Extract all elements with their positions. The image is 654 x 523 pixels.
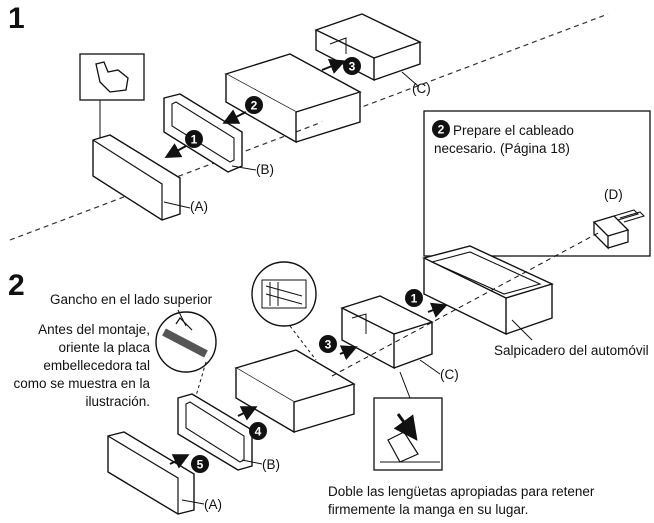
marker-4-step2-text: 4 [255,425,262,439]
mounting-sleeve-c-step2 [340,295,434,370]
trim-plate-b-step2 [177,393,253,471]
trim-plate-b-step1 [163,93,243,173]
label-b-step1: (B) [256,162,274,177]
dashboard-label: Salpicadero del automóvil [494,343,649,358]
faceplate-a-step2 [107,431,195,515]
orient-line-4: como se muestra en la [13,376,150,391]
marker-3-step1: 3 [343,57,361,75]
hook-detail-magnifier [251,261,317,327]
orient-line-2: oriente la placa [58,340,150,355]
marker-1-step1-text: 1 [191,133,198,147]
label-c-step2: (C) [440,367,459,382]
arrow-3-step1 [321,59,346,74]
trim-orientation-magnifier [155,311,217,373]
step-number-1: 1 [8,2,25,35]
insertion-path-line [331,231,601,377]
wiring-note-line-1: Prepare el cableado [453,123,574,138]
arrow-4-step2 [237,406,258,421]
bend-line-2: firmemente la manga en su lugar. [328,502,529,517]
marker-2-note-text: 2 [438,123,445,137]
label-d: (D) [604,187,623,202]
arrow-5-step2 [169,454,190,469]
leader-c-step1 [401,71,419,87]
orient-line-5: ilustración. [85,394,150,409]
marker-2-step1-text: 2 [251,99,258,113]
marker-1-step1: 1 [185,130,203,148]
radio-unit-step2 [234,349,356,434]
orient-line-3: embellecedora tal [43,358,150,373]
wiring-connector-d [592,209,646,250]
step-separator-dashed-line [9,13,609,241]
hook-label: Gancho en el lado superior [50,292,213,307]
hand-release-icon [79,53,145,140]
wiring-note-line-2: necesario. (Página 18) [434,141,570,156]
marker-3-step1-text: 3 [349,60,356,74]
leader-dashboard [511,319,533,341]
label-a-step1: (A) [190,199,208,214]
marker-2-step1: 2 [245,96,263,114]
arrow-1-step2 [427,302,448,318]
marker-4-step2: 4 [249,422,267,440]
inset-leader [399,371,411,399]
leader-a-step2 [181,499,205,505]
leader-b-step2 [241,459,263,465]
arrow-1-step1 [164,143,187,158]
faceplate-a-step1 [92,134,181,221]
tab-bending-inset [373,397,443,471]
bend-line-1: Doble las lengüetas apropiadas para rete… [328,484,595,499]
car-dashboard [421,245,554,336]
marker-2-note: 2 [432,120,450,138]
label-a-step2: (A) [204,497,222,512]
leader-c-step2 [419,359,441,375]
step-number-2: 2 [8,269,25,302]
label-b-step2: (B) [262,457,280,472]
leader-b-step1 [231,165,257,171]
mounting-sleeve-c-step1 [314,13,422,82]
orient-line-1: Antes del montaje, [38,322,150,337]
marker-5-step2: 5 [191,455,209,473]
marker-3-step2: 3 [319,335,337,353]
label-c-step1: (C) [412,81,431,96]
arrow-2-step1 [222,109,247,124]
hook-leader-line [177,309,187,327]
magnifier-leader [289,325,317,361]
marker-1-step2-text: 1 [411,292,418,306]
marker-1-step2: 1 [405,289,423,307]
marker-3-step2-text: 3 [325,338,332,352]
arrow-3-step2 [339,345,358,361]
leader-a-step1 [163,201,191,209]
marker-5-step2-text: 5 [197,458,204,472]
radio-unit-step1 [224,53,362,144]
